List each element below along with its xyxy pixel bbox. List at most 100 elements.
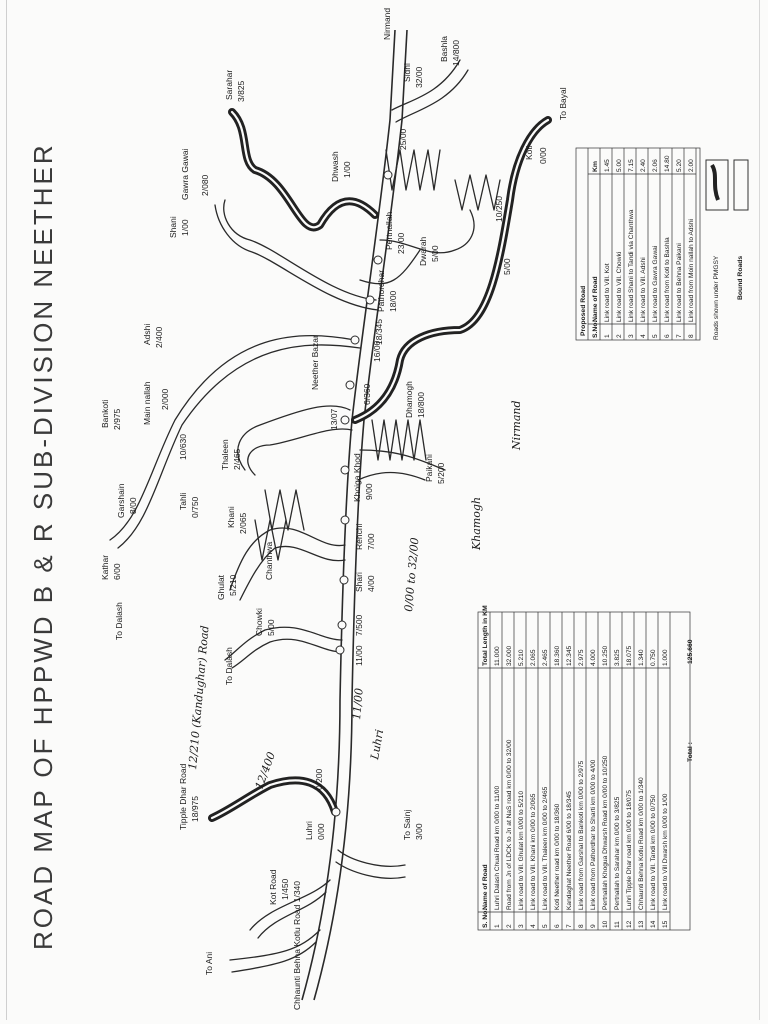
table-total-label: Total : [687, 742, 694, 762]
table-cell: 9 [590, 924, 597, 928]
table-cell: 4 [640, 334, 647, 338]
label-sarahar: Sarahar [224, 70, 234, 100]
table-cell: 11.000 [494, 646, 501, 666]
table-cell: 7.15 [628, 159, 635, 172]
label-dwarah-km: 5/00 [430, 245, 440, 262]
table-cell: 2.065 [530, 649, 537, 666]
table-cell: 12.345 [566, 645, 573, 666]
label-km-25: 25/00 [398, 128, 408, 150]
label-to-dalash-top: To Dalash [114, 602, 124, 640]
table-cell: Road from Jn of LDCK to Jn at NaS road k… [506, 739, 513, 910]
label-tipple-dhar: Tipple Dhar Road [178, 763, 188, 830]
label-koti-km: 0/00 [538, 147, 548, 164]
label-shari-km: 4/00 [366, 575, 376, 592]
label-km-10250: 10/250 [494, 196, 504, 222]
table-cell: Link road Shani to Tandi via Chanthwa [628, 209, 635, 322]
label-chowki: Chowki [254, 608, 264, 636]
label-khoiga-khod: Khoiga Khod [352, 453, 362, 502]
label-kot-road: Kot Road [268, 869, 278, 905]
junction-nodes [331, 170, 393, 817]
label-tahli: Tahli [178, 492, 188, 510]
table-cell: 0.750 [650, 649, 657, 666]
label-luhri-km: 0/00 [316, 823, 326, 840]
main-table-header-col-1: Name of Road [482, 864, 489, 910]
label-shani: Shani [168, 216, 178, 238]
label-khoiga-km: 9/00 [364, 483, 374, 500]
table-cell: Luhri Dalash Chuai Road km 0/00 to 11/00 [494, 786, 501, 910]
label-khani: Khani [226, 506, 236, 528]
label-khani-km: 2/065 [238, 512, 248, 534]
label-pathordhar-km: 18/00 [388, 290, 398, 312]
table-cell: Link road from Pathordhar to Sharti km 0… [590, 759, 597, 910]
table-cell: 5 [652, 334, 659, 338]
table-cell: 5.00 [616, 159, 623, 172]
label-km-0200: 0/200 [314, 768, 324, 790]
table-cell: Link road to Vill Dwarsh km 0/00 to 1/00 [662, 793, 669, 910]
table-cell: 18.360 [554, 645, 561, 666]
table-cell: 1 [604, 334, 611, 338]
table-cell: Luhri Tipple Dhar road km 0/00 to 18/075 [626, 790, 633, 910]
label-km-2000: 2/000 [160, 388, 170, 410]
table-cell: 2.465 [542, 649, 549, 666]
sheet-border [6, 0, 760, 1020]
hand-range: 0/00 to 32/00 [402, 537, 421, 612]
label-shani-km: 1/00 [180, 219, 190, 236]
label-km-7500: 7/500 [354, 614, 364, 636]
table-cell: 14.80 [664, 155, 671, 172]
table-cell: Link road to Gawra Gawai [652, 245, 659, 322]
label-garshain-km: 8/00 [128, 497, 138, 514]
table-cell: 3 [518, 924, 525, 928]
label-chanthwa: Chanthwa [264, 541, 274, 580]
proposed-table-header-col-0: S.No. [592, 321, 599, 338]
label-to-bayal: To Bayal [558, 87, 568, 120]
legend: Roads shown under PMGSY Bound Roads [705, 159, 749, 340]
label-ghulat-km: 5/210 [228, 574, 238, 596]
label-tipple-km: 18/975 [190, 796, 200, 822]
label-km-1600: 16/00 [372, 340, 382, 362]
label-adshi-km: 2/400 [154, 326, 164, 348]
table-cell: 2 [616, 334, 623, 338]
label-bashla-km: 14/800 [451, 40, 461, 66]
label-bashla: Bashla [439, 36, 449, 62]
label-gawra: Gawra Gawai [180, 148, 190, 200]
label-chhaunti: Chhaunti Behna Kotlu Road 1/340 [292, 881, 302, 1010]
main-table-header-col-2: Total Length in KM [482, 605, 489, 666]
table-cell: 1.000 [662, 649, 669, 666]
legend-pmgsy: Roads shown under PMGSY [713, 255, 720, 340]
table-cell: 11 [614, 921, 621, 928]
hand-khamogh: Khamogh [470, 497, 483, 551]
table-cell: 32.000 [506, 645, 513, 666]
main-road-right-edge [313, 29, 408, 1001]
table-cell: 10 [602, 920, 609, 928]
table-cell: Link road to Vill. Ghulat km 0/00 to 5/2… [518, 791, 525, 910]
hand-nirmand: Nirmand [510, 400, 523, 451]
table-cell: 1 [494, 924, 501, 928]
label-dhamogh: Dhamogh [404, 381, 414, 418]
table-cell: 15 [662, 920, 669, 928]
table-cell: Link road to Vill. Kot [604, 263, 611, 322]
table-total-value: 125.660 [687, 639, 694, 664]
label-luhri: Luhri [304, 821, 314, 840]
table-cell: 5.210 [518, 649, 525, 666]
table-cell: 5 [542, 924, 549, 928]
main-table-header-col-0: S. No. [482, 909, 489, 928]
label-pertnallah-km: 23/00 [396, 232, 406, 254]
table-cell: 3.825 [614, 649, 621, 666]
table-cell: Pertnallah to Sarahar km 0/00 to 3/825 [614, 796, 621, 910]
table-cell: 14 [650, 920, 657, 928]
table-cell: Link road to Vill. Adshi [640, 257, 647, 322]
table-cell: 10.250 [602, 645, 609, 666]
label-kathar: Kathar [100, 555, 110, 580]
label-kot-km: 1/450 [280, 878, 290, 900]
table-cell: 8 [578, 924, 585, 928]
label-km-1307: 13/07 [329, 408, 339, 430]
hand-luhri: Luhri [368, 728, 386, 761]
table-cell: 8 [688, 334, 695, 338]
label-pertnallah: Pertnallah [384, 211, 394, 250]
table-cell: Link road from Koti to Bashla [664, 237, 671, 322]
table-cell: 18.075 [626, 645, 633, 666]
label-to-sainj-km: 3/00 [414, 823, 424, 840]
legend-bound: Bound Roads [737, 256, 744, 300]
